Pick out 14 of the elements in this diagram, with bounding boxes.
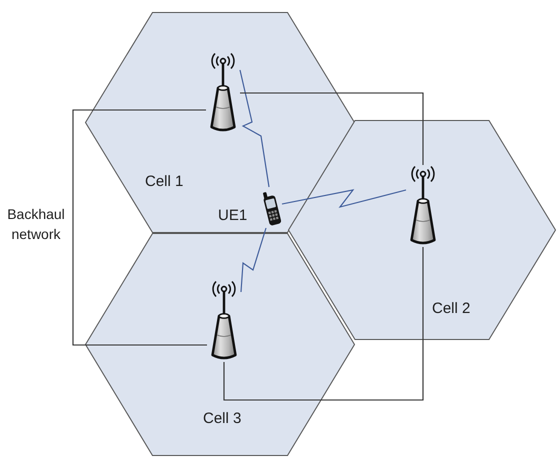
cell-label: Cell 3 xyxy=(203,410,242,428)
cell-label: Cell 2 xyxy=(432,300,470,318)
radio-link-line xyxy=(282,189,406,208)
backhaul-line xyxy=(72,109,207,346)
backhaul-line xyxy=(223,247,424,401)
backhaul-line xyxy=(240,92,424,165)
device-label: UE1 xyxy=(218,207,248,225)
radio-link-line xyxy=(239,70,270,188)
radio-link-line xyxy=(240,228,267,292)
cell-hexagon xyxy=(85,233,355,456)
cell-label: Cell 1 xyxy=(145,173,184,191)
network-label: Backhaul network xyxy=(6,205,66,244)
cell-hexagon xyxy=(85,12,355,233)
cell-hexagon xyxy=(288,120,556,340)
